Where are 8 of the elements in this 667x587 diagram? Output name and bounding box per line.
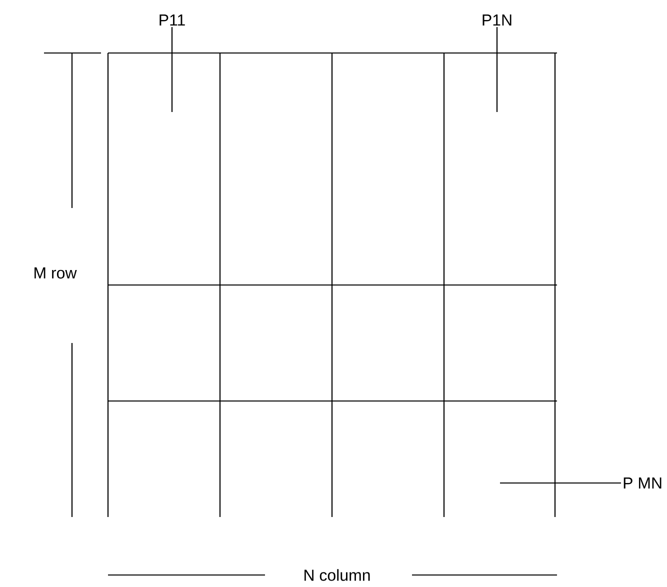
leader-line <box>171 27 173 112</box>
cell-label: P MN <box>624 478 662 488</box>
leader-line <box>496 27 498 112</box>
cell-label: P11 <box>160 14 185 26</box>
dimension-label: N column <box>304 569 370 581</box>
cell-label: P1N <box>482 14 512 26</box>
dimension-label: M row <box>34 267 77 279</box>
leader-line <box>500 482 621 484</box>
